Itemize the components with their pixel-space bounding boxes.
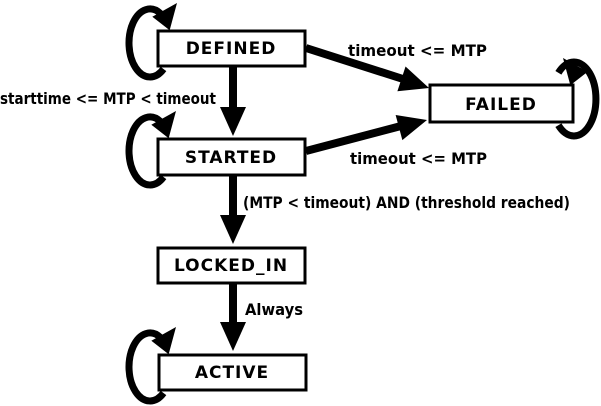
edge-label-started-failed: timeout <= MTP — [350, 149, 487, 168]
state-failed-label: FAILED — [465, 95, 537, 115]
self-loop-defined — [125, 5, 167, 81]
self-loop-started-arrowhead — [151, 111, 176, 139]
edge-defined-started-arrowhead — [220, 107, 246, 136]
edge-label-lockedin-active: Always — [245, 300, 303, 319]
edge-label-defined-started: starttime <= MTP < timeout — [0, 89, 216, 108]
edge-started-failed-arrowhead — [395, 114, 427, 141]
state-failed-box — [428, 83, 575, 124]
state-locked-in-box — [156, 246, 307, 285]
state-started-label: STARTED — [185, 148, 277, 168]
state-active-box — [157, 353, 308, 392]
edge-defined-failed-arrowhead — [397, 66, 429, 92]
edge-started-lockedin-arrowhead — [220, 215, 246, 244]
self-loop-failed — [555, 58, 600, 140]
self-loop-started — [125, 113, 167, 189]
state-failed: FAILED — [428, 83, 575, 124]
edge-lockedin-active-arrowhead — [220, 322, 246, 351]
state-active: ACTIVE — [157, 353, 308, 392]
self-loop-active — [125, 329, 167, 405]
state-started: STARTED — [156, 137, 307, 177]
self-loop-defined-arrowhead — [152, 3, 177, 31]
edge-started-failed-shaft — [304, 122, 403, 155]
state-defined-box — [156, 29, 307, 68]
state-defined: DEFINED — [156, 29, 307, 68]
edge-label-started-lockedin: (MTP < timeout) AND (threshold reached) — [243, 193, 570, 212]
self-loop-failed-arrowhead — [563, 58, 588, 86]
edge-label-defined-failed: timeout <= MTP — [348, 41, 487, 60]
edge-defined-failed-shaft — [304, 44, 405, 83]
state-defined-label: DEFINED — [186, 39, 277, 59]
self-loop-active-arrowhead — [151, 327, 176, 355]
state-locked-in-label: LOCKED_IN — [174, 256, 288, 276]
state-active-label: ACTIVE — [195, 363, 269, 383]
state-locked-in: LOCKED_IN — [156, 246, 307, 285]
state-started-box — [156, 137, 307, 177]
